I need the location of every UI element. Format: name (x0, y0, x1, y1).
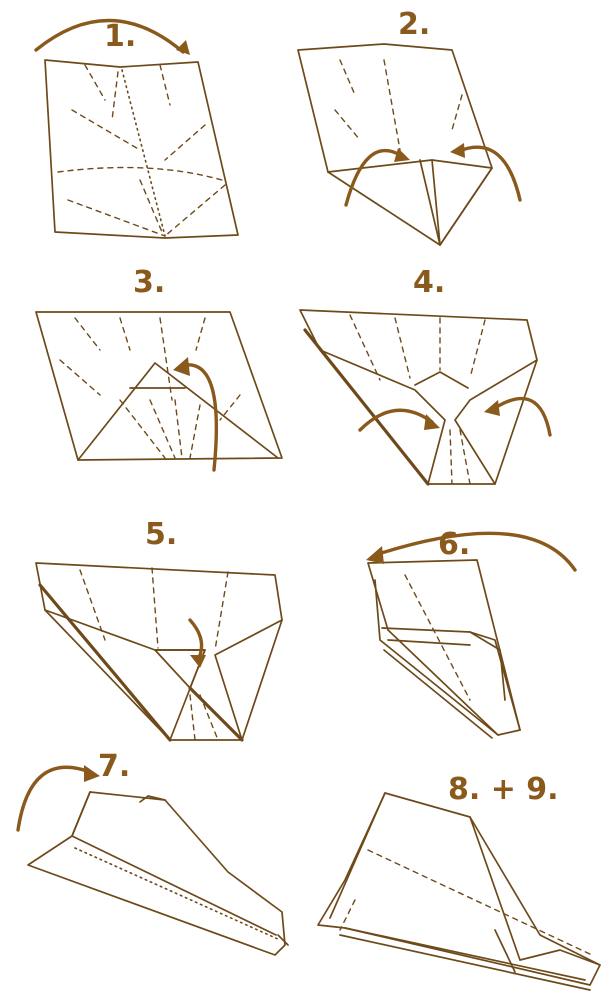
step-5-crease-c (215, 572, 228, 650)
step-3-arrow-head (173, 357, 190, 376)
step-3-arrow (185, 365, 216, 470)
step-6-bottom-edge (384, 650, 492, 738)
step-7-tail (278, 935, 288, 945)
step-1-horizontal-crease (58, 168, 222, 181)
step-2-crease-c (335, 110, 360, 140)
step-1-center-crease (122, 70, 165, 236)
step-3-fan-2 (150, 400, 175, 458)
step-3-triangle-fold (78, 363, 278, 460)
step-8-9-tail-fold (520, 950, 600, 965)
step-3-label: 3. (133, 268, 165, 298)
step-2-right-arrow (462, 147, 520, 200)
step-7-illustration (18, 765, 288, 955)
step-6-illustration (366, 533, 575, 738)
step-4-label: 4. (413, 268, 445, 298)
step-4-crease-d (470, 320, 485, 378)
step-5-left-edge (40, 585, 170, 740)
step-1-paper-outline (45, 60, 238, 238)
step-2-label: 2. (398, 10, 430, 40)
step-3-crease-a (75, 318, 100, 350)
step-1-crease-b (160, 65, 170, 105)
step-5-crease-a (80, 570, 105, 640)
step-2-left-arrow (346, 151, 400, 205)
step-6-crease (405, 575, 470, 700)
step-1-crease-e (165, 125, 205, 160)
step-1-label: 1. (104, 22, 136, 52)
step-8-9-base-strip (340, 935, 590, 990)
step-4-fan-1 (450, 430, 452, 484)
step-8-9-dashed-crease (368, 850, 592, 955)
step-4-fan-2 (460, 430, 470, 484)
step-4-left-arrow-head (424, 414, 440, 430)
step-2-crease-b (384, 60, 400, 150)
step-5-fan-1 (190, 695, 195, 740)
step-3-fan-3 (175, 400, 182, 458)
step-3-crease-e (60, 360, 100, 395)
step-1-crease-d (72, 110, 140, 150)
step-1-diagonal-left (68, 200, 165, 236)
step-5-paper-outline (36, 563, 282, 740)
step-2-left-arrow-head (394, 148, 410, 162)
step-2-crease-d (452, 95, 462, 130)
step-5-illustration (36, 563, 282, 740)
step-6-arrow-head (366, 546, 384, 564)
step-3-paper-outline (36, 312, 282, 460)
step-2-illustration (298, 44, 520, 245)
step-8-9-label: 8. + 9. (448, 775, 559, 805)
step-4-crease-a (350, 315, 380, 380)
step-8-9-dashed-short (340, 900, 355, 930)
step-8-9-front-face (330, 793, 385, 918)
step-5-label: 5. (145, 520, 177, 550)
step-4-right-arrow-head (484, 400, 500, 416)
step-1-crease-c (112, 72, 118, 120)
step-4-illustration (300, 310, 550, 484)
step-4-crease-b (395, 318, 410, 378)
step-7-paper-outline (28, 792, 285, 955)
step-5-left-flap (45, 610, 205, 740)
step-7-side-line (72, 792, 90, 836)
step-4-right-flap (455, 360, 537, 484)
step-3-crease-b (120, 318, 130, 350)
step-2-crease-a (340, 60, 355, 95)
step-4-left-edge (305, 330, 428, 484)
step-4-paper-outline (300, 310, 537, 484)
step-2-right-flap (432, 160, 492, 245)
step-3-illustration (36, 312, 282, 470)
step-3-fan-1 (120, 400, 165, 458)
step-2-right-arrow-head (450, 143, 465, 158)
step-1-crease-a (85, 65, 105, 100)
step-1-diagonal-mid (140, 180, 162, 232)
step-7-label: 7. (98, 752, 130, 782)
step-8-9-illustration (318, 793, 600, 990)
step-4-center-diamond (415, 372, 468, 388)
step-3-fan-4 (190, 405, 200, 458)
step-1-illustration (36, 20, 238, 238)
step-1-diagonal-right (165, 185, 225, 236)
step-6-label: 6. (438, 530, 470, 560)
step-5-arrow (190, 620, 202, 660)
step-8-9-paper-outline (318, 793, 600, 985)
step-3-crease-d (196, 318, 205, 350)
step-8-9-lower-layer (345, 928, 585, 980)
step-2-center-fold (420, 160, 440, 245)
step-5-crease-b (152, 568, 158, 648)
step-6-arrow (375, 533, 575, 570)
